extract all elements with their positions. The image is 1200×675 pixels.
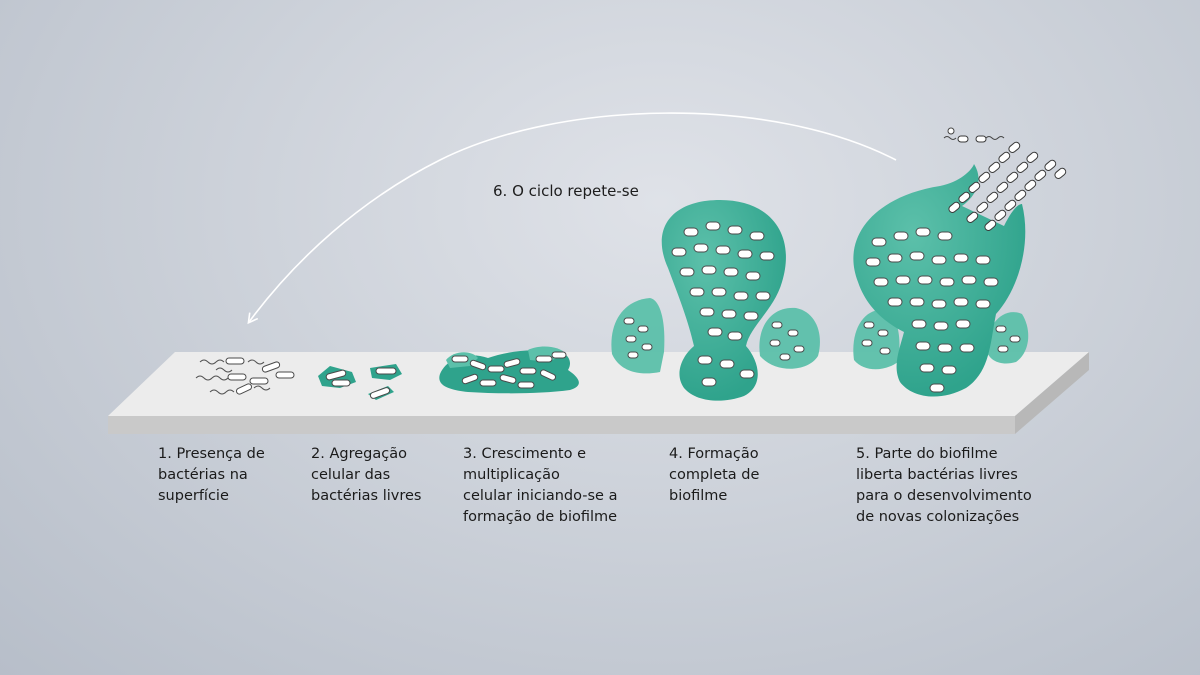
stage-3-growth xyxy=(439,346,579,394)
stage-5-dispersal xyxy=(853,127,1067,397)
stage-1-label: 1. Presença de bactérias na superfície xyxy=(158,446,265,504)
stage-2-label: 2. Agregação celular das bactérias livre… xyxy=(311,446,422,504)
cycle-arrow xyxy=(247,112,897,325)
surface-plate xyxy=(108,352,1089,434)
stage-3-label: 3. Crescimento e multiplicação celular i… xyxy=(463,446,618,525)
cycle-label: 6. O ciclo repete-se xyxy=(493,182,639,200)
stage-1-free-bacteria xyxy=(195,357,295,395)
stage-4-mature-biofilm xyxy=(611,200,820,401)
stage-4-label: 4. Formação completa de biofilme xyxy=(669,446,760,504)
stage-5-label: 5. Parte do biofilme liberta bactérias l… xyxy=(856,446,1032,525)
stage-2-aggregation xyxy=(318,364,402,400)
